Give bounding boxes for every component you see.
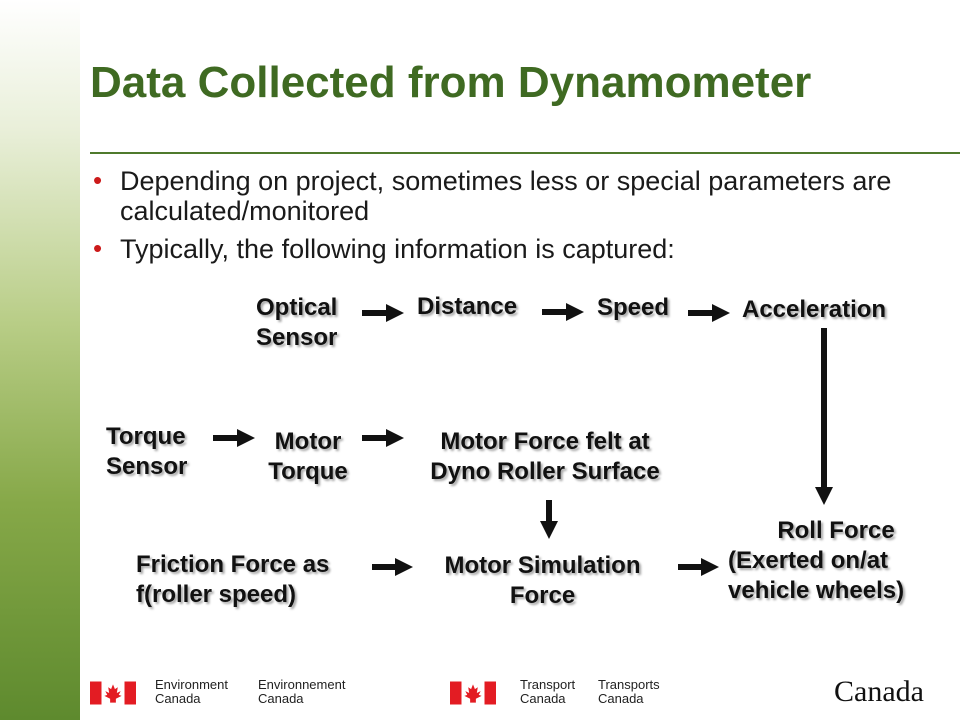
node-distance: Distance	[417, 293, 518, 320]
bullet-item: • Typically, the following information i…	[90, 233, 950, 264]
node-motor-torque: Motor Torque	[268, 428, 348, 485]
node-motor-force: Motor Force felt at Dyno Roller Surface	[430, 428, 660, 485]
footer	[80, 660, 960, 720]
org-transport-canada-fr: Transports Canada	[598, 677, 660, 706]
canada-flag-icon	[450, 681, 496, 705]
canada-flag-icon	[90, 681, 136, 705]
node-roll-force: Roll Force (Exerted on/at vehicle wheels…	[728, 517, 905, 604]
node-motor-simulation-force: Motor Simulation Force	[444, 552, 641, 609]
bullet-dot-icon: •	[93, 233, 103, 263]
org-environment-canada-en: Environment Canada	[155, 677, 228, 706]
title-underline	[90, 152, 960, 154]
node-torque-sensor: Torque Sensor	[106, 423, 188, 480]
bullet-dot-icon: •	[93, 165, 103, 195]
bullet-item: • Depending on project, sometimes less o…	[90, 165, 950, 226]
side-gradient-bar	[0, 0, 80, 720]
slide-title: Data Collected from Dynamometer	[90, 58, 812, 107]
node-friction-force: Friction Force as f(roller speed)	[136, 551, 330, 608]
bullet-list: • Depending on project, sometimes less o…	[90, 165, 950, 272]
canada-wordmark: Canada	[834, 675, 924, 708]
bullet-text: Typically, the following information is …	[120, 234, 675, 264]
org-environment-canada-fr: Environnement Canada	[258, 677, 346, 706]
node-optical-sensor: Optical Sensor	[256, 294, 338, 351]
node-acceleration: Acceleration	[742, 296, 887, 323]
bullet-text: Depending on project, sometimes less or …	[120, 166, 892, 226]
node-speed: Speed	[597, 294, 670, 321]
org-transport-canada-en: Transport Canada	[520, 677, 576, 706]
